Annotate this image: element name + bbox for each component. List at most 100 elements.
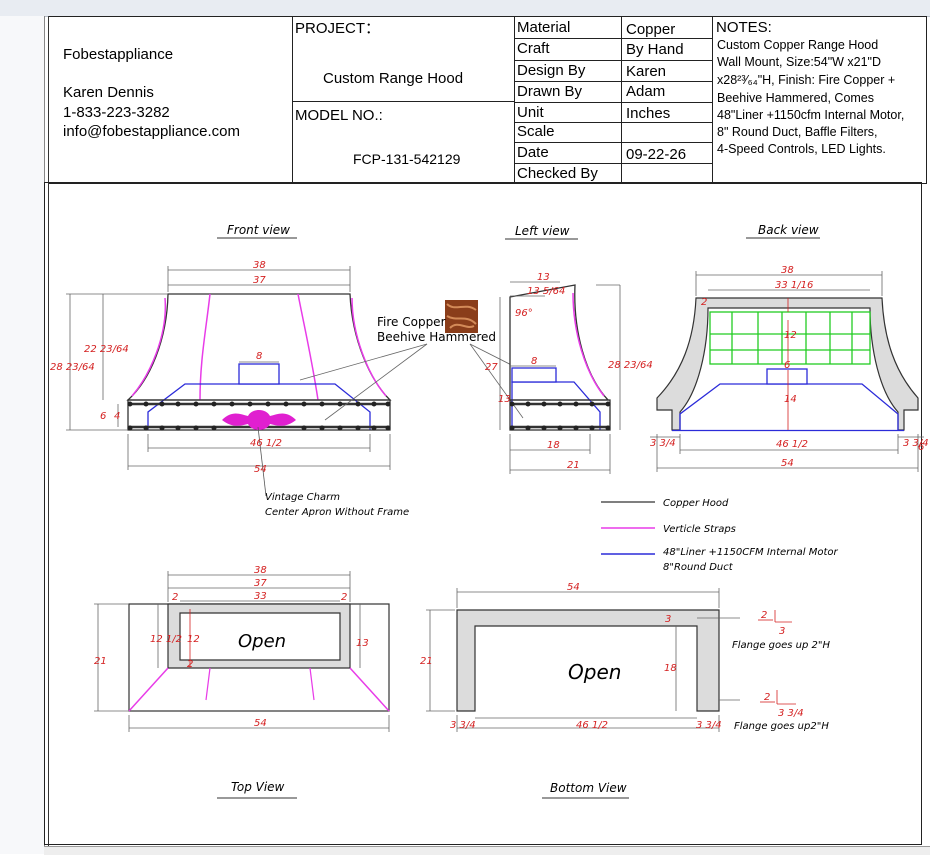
notes-line: x28²³⁄₆₄"H, Finish: Fire Copper + [717, 73, 896, 87]
apron-label-line1: Vintage Charm [265, 492, 340, 503]
contact-phone: 1-833-223-3282 [63, 104, 170, 121]
model-number: FCP-131-542129 [353, 151, 461, 167]
spec-value-drawn-by: Adam [626, 83, 666, 100]
spec-value-material: Copper [626, 21, 676, 38]
front-strap [131, 297, 167, 397]
top-view-title: Top View [231, 780, 285, 794]
dim-label: 3 3/4 [903, 438, 929, 449]
spec-value-craft: By Hand [626, 41, 684, 58]
dim-label: 2 [764, 692, 770, 703]
notes-title: NOTES: [716, 19, 772, 36]
top-dim-lines [94, 571, 390, 732]
dim-label: 38 [254, 565, 267, 576]
dim-label: 4 [114, 411, 120, 422]
dim-label: 18 [547, 440, 560, 451]
dim-label: 13 5/64 [527, 286, 565, 297]
left-dim-lines [499, 281, 621, 474]
dim-label: 37 [254, 578, 267, 589]
dim-label: 46 1/2 [250, 438, 282, 449]
dim-label: 46 1/2 [576, 720, 608, 731]
company-name: Fobestappliance [63, 46, 174, 63]
dim-label: 54 [567, 582, 580, 593]
dim-label: 3 3/4 [650, 438, 676, 449]
dim-label: 6 [918, 442, 924, 453]
bottom-scrollbar[interactable] [44, 846, 930, 855]
finish-label-line1: Fire Copper [377, 315, 446, 329]
left-duct [511, 367, 557, 383]
spec-label-craft: Craft [517, 40, 550, 57]
left-view [509, 284, 611, 431]
spec-label-drawn-by: Drawn By [517, 83, 583, 100]
drawing-sheet: Fobestappliance Karen Dennis 1-833-223-3… [48, 16, 929, 846]
spec-label-material: Material [517, 19, 571, 36]
dim-label: 21 [567, 460, 580, 471]
top-strap [349, 667, 390, 712]
bottom-frame [456, 609, 720, 712]
notes-line: 8" Round Duct, Baffle Filters, [717, 125, 878, 139]
dim-label: 3 [779, 626, 785, 637]
spec-label-design-by: Design By [517, 62, 586, 79]
top-dim-labels: 38 37 33 2 2 12 1/2 12 13 2 21 54 [94, 565, 369, 729]
dim-label: 27 [485, 362, 498, 373]
left-view-title: Left view [515, 224, 570, 238]
notes-line: Custom Copper Range Hood [717, 38, 879, 52]
dim-label: 12 [187, 634, 200, 645]
flange-detail-marks [758, 610, 796, 705]
dim-label: 54 [254, 464, 267, 475]
spec-label-checked-by: Checked By [517, 165, 598, 182]
drawing-frame [44, 182, 922, 845]
bottom-view-title: Bottom View [550, 781, 627, 795]
top-view: Open [128, 603, 390, 712]
dim-label: 8 [531, 356, 537, 367]
dim-label: 28 23/64 [50, 362, 95, 373]
front-view-title: Front view [227, 223, 290, 237]
back-dim-lines [650, 271, 924, 472]
dim-label: 38 [253, 260, 266, 271]
apron-label-line2: Center Apron Without Frame [265, 507, 409, 518]
apron-ornament [222, 410, 296, 430]
bottom-open-label: Open [568, 660, 621, 684]
model-label: MODEL NO.: [295, 107, 383, 124]
legend: Copper Hood Verticle Straps 48"Liner +11… [601, 498, 839, 573]
bottom-dim-labels: 54 3 18 21 3 3/4 46 1/2 3 3/4 2 3 2 3 3/… [420, 582, 804, 731]
bottom-view: Open [456, 609, 740, 712]
dim-label: 22 23/64 [84, 344, 129, 355]
dim-label: 33 [254, 591, 267, 602]
dim-label: 6 [100, 411, 106, 422]
apron-leader [257, 426, 267, 497]
project-label: PROJECT： [295, 20, 381, 37]
dim-label: 33 1/16 [775, 280, 813, 291]
top-open-label: Open [238, 631, 286, 652]
spec-value-unit: Inches [626, 105, 671, 122]
back-hood-shell [656, 297, 919, 431]
left-liner [511, 381, 601, 430]
notes-line: Beehive Hammered, Comes [717, 91, 875, 105]
finish-label-line2: Beehive Hammered [377, 330, 496, 344]
back-view-title: Back view [758, 223, 819, 237]
dim-label: 2 [187, 659, 193, 670]
title-block: Fobestappliance Karen Dennis 1-833-223-3… [49, 16, 927, 184]
dim-label: 6 [784, 360, 790, 371]
dim-label: 18 [664, 663, 677, 674]
spec-label-date: Date [517, 144, 549, 161]
dim-label: 28 23/64 [608, 360, 653, 371]
contact-email[interactable]: info@fobestappliance.com [63, 123, 240, 140]
dim-label: 13 [498, 394, 511, 405]
front-dim-lines [66, 266, 391, 470]
dim-label: 54 [254, 718, 267, 729]
front-rivets [127, 401, 391, 431]
front-duct [238, 363, 280, 385]
dim-label: 3 3/4 [696, 720, 722, 731]
dim-label: 3 3/4 [778, 708, 804, 719]
back-liner [679, 383, 899, 430]
dim-label: 21 [420, 656, 433, 667]
dim-label: 2 [701, 297, 707, 308]
flange-note-1: Flange goes up 2"H [732, 640, 831, 651]
left-hood-body [509, 284, 610, 401]
top-chimney-shell [167, 603, 351, 669]
dim-label: 14 [784, 394, 797, 405]
legend-label: 8"Round Duct [663, 562, 734, 573]
spec-value-design-by: Karen [626, 63, 667, 80]
baffle-filters [709, 311, 871, 365]
top-strap [128, 667, 169, 712]
